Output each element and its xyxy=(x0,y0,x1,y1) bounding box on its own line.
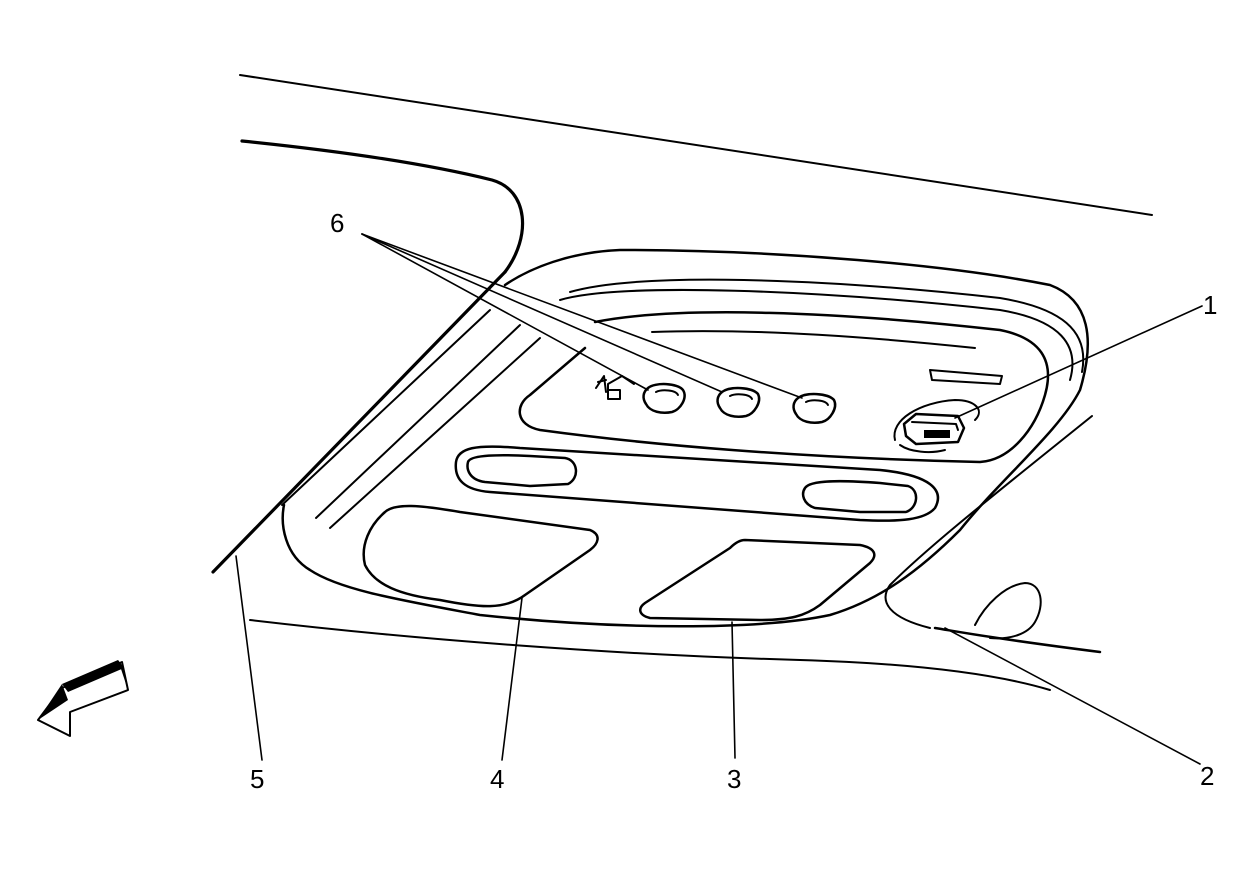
callout-4: 4 xyxy=(490,764,504,794)
callout-3: 3 xyxy=(727,764,741,794)
transmitter-button-3-highlight xyxy=(805,399,829,406)
headliner-outline xyxy=(239,74,1153,691)
windshield-header-trim xyxy=(240,139,525,274)
console-inner-rim-1 xyxy=(559,289,1074,381)
lamp-lenses xyxy=(362,504,876,622)
leader-1 xyxy=(954,305,1203,419)
transmitter-button-2-highlight xyxy=(729,393,753,400)
garage-door-icon-door xyxy=(607,389,621,400)
transmitter-buttons xyxy=(642,382,837,424)
transmitter-button-1-highlight xyxy=(655,389,679,396)
front-direction-arrow-icon xyxy=(37,660,129,737)
lamp-switch-top xyxy=(911,421,959,431)
grab-handle-recess xyxy=(974,582,1042,640)
console-front-edge xyxy=(211,270,507,574)
leader-2 xyxy=(944,627,1201,765)
visor-mount-edge xyxy=(884,415,1093,629)
vent-slot-left xyxy=(466,454,578,488)
lamp-switch-lower-rim xyxy=(899,444,946,454)
console-outer-housing xyxy=(281,248,1090,628)
vent-slot-right xyxy=(801,479,918,514)
lamp-switch-indicator xyxy=(924,430,950,438)
lamp-switch xyxy=(893,399,980,454)
front-direction-arrow-tip-shade xyxy=(38,684,68,720)
transmitter-button-3 xyxy=(792,392,837,424)
roof-edge-line xyxy=(239,74,1153,216)
callout-6: 6 xyxy=(330,208,344,238)
callout-2: 2 xyxy=(1200,761,1214,791)
headliner-right-edge xyxy=(933,626,1102,654)
vent-slots xyxy=(454,445,940,522)
leader-3 xyxy=(731,621,736,759)
leader-6-b xyxy=(361,233,723,393)
console-inner-rim-2 xyxy=(569,278,1085,373)
indicator-strip xyxy=(929,369,1003,385)
front-direction-arrow-end-shade xyxy=(118,660,128,690)
transmitter-button-1 xyxy=(642,382,686,414)
console-bevel-line-3 xyxy=(329,337,541,529)
console-bevel-line-1 xyxy=(281,309,491,506)
front-direction-arrow-top-shade xyxy=(62,660,124,692)
leader-lines xyxy=(235,233,1203,765)
callout-5: 5 xyxy=(250,764,264,794)
front-direction-arrow-outline xyxy=(37,661,129,737)
headliner-lower-contour xyxy=(249,619,1051,691)
lamp-switch-bezel xyxy=(893,399,980,441)
console-bevel-line-2 xyxy=(315,324,521,519)
callout-1: 1 xyxy=(1203,290,1217,320)
leader-4 xyxy=(501,597,523,761)
lamp-switch-body xyxy=(902,412,966,446)
callout-labels: 1 2 3 4 5 6 xyxy=(250,208,1217,794)
panel-top-edge xyxy=(651,330,976,349)
garage-door-icon-signal xyxy=(595,375,607,393)
leader-5 xyxy=(235,555,263,761)
leader-6-c xyxy=(361,233,803,399)
transmitter-button-2 xyxy=(716,386,761,418)
reading-lamp-lens-right xyxy=(639,538,876,622)
control-panel-bezel xyxy=(518,311,1050,464)
vent-surround xyxy=(454,445,940,522)
reading-lamp-lens-left xyxy=(362,504,599,608)
overhead-console xyxy=(211,248,1090,628)
leader-6-a xyxy=(361,233,649,391)
